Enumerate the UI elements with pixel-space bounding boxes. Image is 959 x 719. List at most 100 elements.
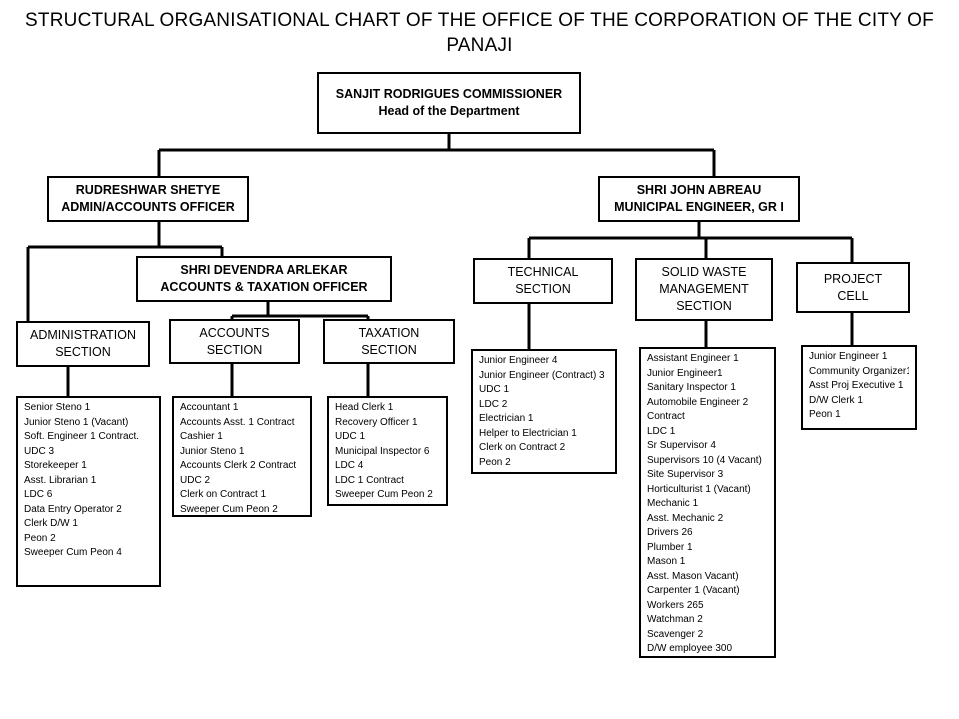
- staff-item: Peon 2: [479, 456, 511, 468]
- staff-item: UDC 1: [479, 384, 510, 395]
- staff-item: LDC 1 Contract: [335, 474, 404, 486]
- commissioner-box: SANJIT RODRIGUES COMMISSIONER Head of th…: [317, 72, 581, 134]
- staff-item: Accountant 1: [180, 402, 239, 413]
- taxation-section-line-2: SECTION: [361, 342, 417, 357]
- staff-item: Accounts Clerk 2 Contract: [180, 460, 297, 471]
- staff-item: LDC 2: [479, 398, 508, 410]
- staff-item: Watchman 2: [647, 614, 703, 625]
- staff-item: Junior Engineer 4: [479, 355, 558, 366]
- accounts-section-line-2: SECTION: [206, 342, 263, 357]
- staff-item: Supervisors 10 (4 Vacant): [647, 454, 762, 466]
- staff-item: Mechanic 1: [647, 498, 699, 509]
- staff-item: LDC 6: [24, 489, 53, 500]
- staff-item: Asst Proj Executive 1: [809, 380, 904, 391]
- staff-item: Scavenger 2: [647, 628, 704, 640]
- administration-staff-list: Senior Steno 1 Junior Steno 1 (Vacant) Sof…: [16, 396, 161, 587]
- chart-title-line-2: PANAJI: [446, 35, 513, 56]
- chart-title-line-1: STRUCTURAL ORGANISATIONAL CHART OF THE O…: [25, 10, 934, 31]
- project-cell-line-1: PROJECT: [823, 271, 883, 286]
- staff-item: Junior Engineer1: [647, 367, 723, 379]
- staff-item: Peon 2: [24, 532, 56, 544]
- staff-item: Recovery Officer 1: [335, 416, 418, 428]
- technical-section-box: TECHNICAL SECTION: [473, 258, 613, 304]
- staff-item: Helper to Electrician 1: [479, 427, 577, 439]
- staff-item: Junior Engineer 1: [809, 351, 888, 362]
- administration-section-line-2: SECTION: [55, 345, 111, 359]
- staff-item: Clerk on Contract 2: [479, 442, 566, 453]
- staff-item: LDC 4: [335, 460, 364, 471]
- staff-item: Sweeper Cum Peon 2: [180, 503, 278, 515]
- staff-item: Junior Steno 1 (Vacant): [24, 416, 129, 428]
- staff-item: Cashier 1: [180, 431, 223, 442]
- staff-item: Asst. Mason Vacant): [647, 570, 739, 582]
- staff-item: Asst. Librarian 1: [24, 474, 97, 486]
- staff-item: LDC 1: [647, 425, 676, 437]
- chart-title: STRUCTURAL ORGANISATIONAL CHART OF THE O…: [0, 8, 959, 58]
- staff-item: Plumber 1: [647, 541, 693, 553]
- project-cell-box: PROJECT CELL: [796, 262, 910, 313]
- technical-staff-list: Junior Engineer 4 Junior Engineer (Contra…: [471, 349, 617, 474]
- staff-item: Workers 265: [647, 599, 704, 611]
- staff-item: Clerk on Contract 1: [180, 489, 267, 500]
- staff-item: UDC 3: [24, 445, 55, 457]
- commissioner-name: SANJIT RODRIGUES COMMISSIONER: [335, 87, 563, 101]
- admin-officer-box: RUDRESHWAR SHETYE ADMIN/ACCOUNTS OFFICER: [47, 176, 249, 222]
- staff-item: Asst. Mechanic 2: [647, 512, 724, 524]
- staff-item: Drivers 26: [647, 527, 693, 538]
- solid-waste-section-line-3: SECTION: [676, 299, 732, 313]
- staff-item: Sweeper Cum Peon 2: [335, 489, 433, 500]
- administration-section-line-1: ADMINISTRATION: [29, 328, 137, 342]
- staff-item: D/W employee 300: [647, 643, 733, 654]
- staff-item: Site Supervisor 3: [647, 469, 724, 480]
- municipal-engineer-name: SHRI JOHN ABREAU: [636, 183, 762, 197]
- accounts-section-line-1: ACCOUNTS: [199, 325, 270, 340]
- staff-item: Horticulturist 1 (Vacant): [647, 483, 751, 495]
- staff-item: Carpenter 1 (Vacant): [647, 585, 740, 596]
- staff-item: Accounts Asst. 1 Contract: [180, 416, 295, 428]
- solid-waste-section-line-1: SOLID WASTE: [661, 265, 747, 279]
- taxation-section-box: TAXATION SECTION: [323, 319, 455, 364]
- staff-item: Storekeeper 1: [24, 460, 87, 471]
- staff-item: D/W Clerk 1: [809, 394, 863, 406]
- staff-item: Electrician 1: [479, 413, 534, 424]
- staff-item: Sweeper Cum Peon 4: [24, 547, 122, 558]
- solid-waste-section-line-2: MANAGEMENT: [659, 282, 749, 296]
- staff-item: Soft. Engineer 1 Contract.: [24, 431, 140, 442]
- accounts-officer-role: ACCOUNTS & TAXATION OFFICER: [160, 280, 368, 294]
- staff-item: Community Organizer1: [809, 365, 909, 377]
- staff-item: Junior Steno 1: [180, 445, 245, 457]
- accounts-officer-name: SHRI DEVENDRA ARLEKAR: [180, 263, 348, 277]
- staff-item: Sanitary Inspector 1: [647, 382, 736, 393]
- staff-item: Data Entry Operator 2: [24, 503, 122, 515]
- taxation-section-line-1: TAXATION: [358, 325, 420, 340]
- staff-item: Sr Supervisor 4: [647, 440, 716, 451]
- staff-item: Senior Steno 1: [24, 402, 91, 413]
- technical-section-line-2: SECTION: [515, 282, 571, 296]
- municipal-engineer-box: SHRI JOHN ABREAU MUNICIPAL ENGINEER, GR …: [598, 176, 800, 222]
- staff-item: Clerk D/W 1: [24, 518, 78, 529]
- admin-officer-name: RUDRESHWAR SHETYE: [75, 183, 221, 197]
- staff-item: Junior Engineer (Contract) 3: [479, 369, 605, 381]
- staff-item: Assistant Engineer 1: [647, 353, 739, 364]
- staff-item: Municipal Inspector 6: [335, 445, 430, 457]
- municipal-engineer-role: MUNICIPAL ENGINEER, GR I: [614, 200, 784, 214]
- staff-item: UDC 1: [335, 431, 366, 442]
- technical-section-line-1: TECHNICAL: [507, 265, 579, 279]
- administration-section-box: ADMINISTRATION SECTION: [16, 321, 150, 367]
- accounts-officer-box: SHRI DEVENDRA ARLEKAR ACCOUNTS & TAXATIO…: [136, 256, 392, 302]
- staff-item: Mason 1: [647, 556, 686, 567]
- staff-item: UDC 2: [180, 474, 211, 486]
- staff-item: Peon 1: [809, 409, 841, 420]
- staff-item: Head Clerk 1: [335, 402, 394, 413]
- taxation-staff-list: Head Clerk 1 Recovery Officer 1 UDC 1 Munic…: [327, 396, 448, 506]
- commissioner-role: Head of the Department: [378, 104, 520, 118]
- admin-officer-role: ADMIN/ACCOUNTS OFFICER: [61, 200, 235, 214]
- solid-waste-section-box: SOLID WASTE MANAGEMENT SECTION: [635, 258, 773, 321]
- project-cell-line-2: CELL: [837, 288, 869, 303]
- accounts-section-box: ACCOUNTS SECTION: [169, 319, 300, 364]
- staff-item: Automobile Engineer 2: [647, 396, 749, 408]
